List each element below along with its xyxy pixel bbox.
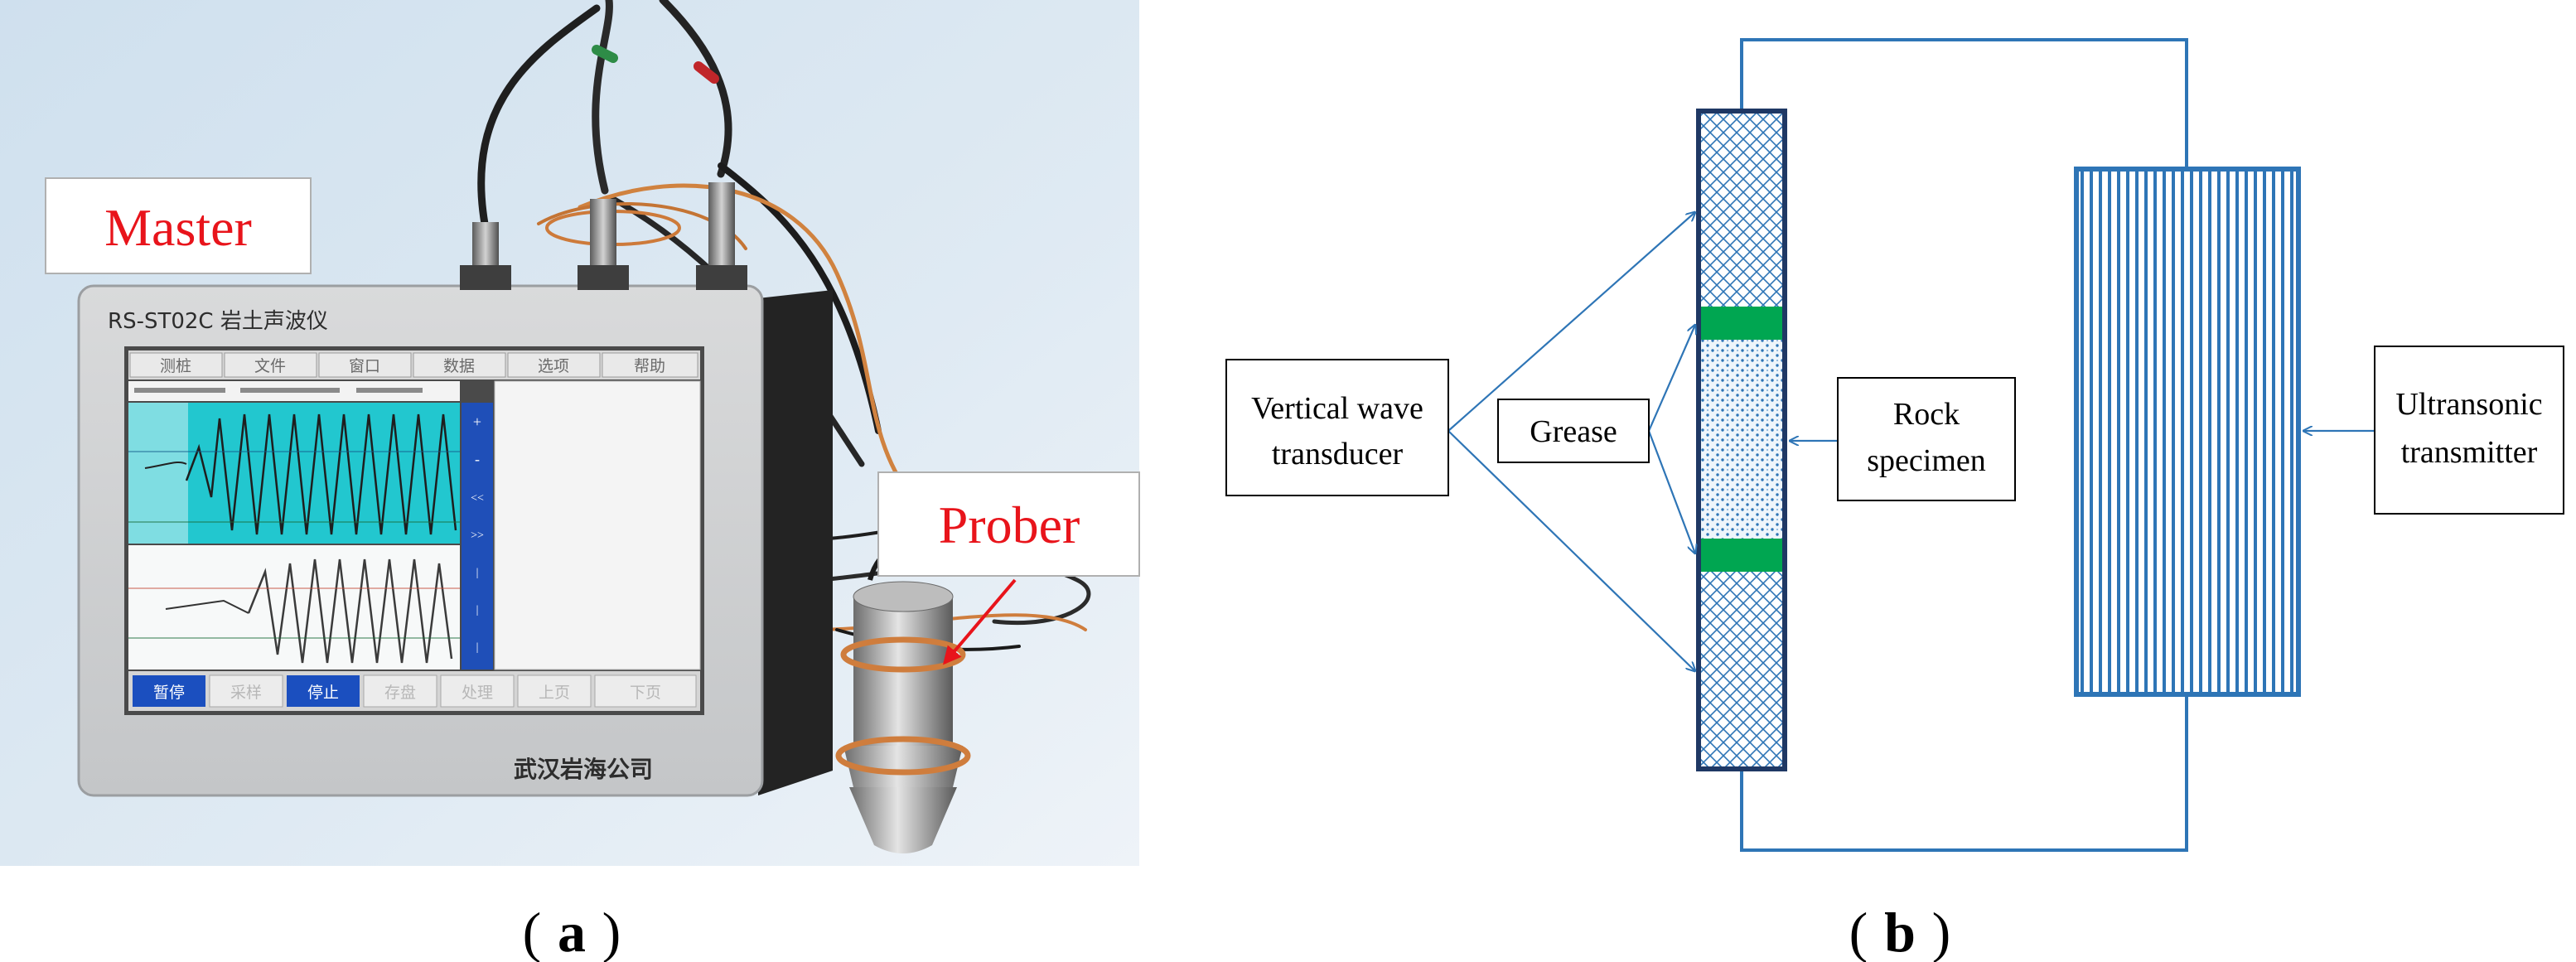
grease-layer-upper xyxy=(1699,307,1785,340)
grease-label-box xyxy=(1497,399,1650,463)
screen-right-pane xyxy=(494,380,701,670)
panel-a-caption: ( a ) xyxy=(523,901,621,962)
probe-band-lower xyxy=(835,736,971,776)
screen-top-menu: 测桩 文件 窗口 数据 选项 帮助 xyxy=(128,350,700,379)
grease-label: Grease xyxy=(1530,414,1617,449)
caption-b-open: ( xyxy=(1849,901,1868,962)
screen-side-buttons: + - << >> | | | xyxy=(462,403,493,670)
menu-item-1[interactable]: 测桩 xyxy=(160,357,191,375)
channel-1-wave xyxy=(185,413,457,535)
transducer-arrows xyxy=(1447,212,1695,671)
probe-band-upper xyxy=(840,636,966,673)
wire-top xyxy=(1740,38,2188,169)
caption-a-open: ( xyxy=(523,901,542,962)
menu-item-2[interactable]: 文件 xyxy=(254,357,286,375)
side-button-6[interactable]: | xyxy=(476,604,479,616)
master-callout-label: Master xyxy=(104,198,252,257)
device-side-panel xyxy=(758,290,833,795)
side-button-4[interactable]: >> xyxy=(471,529,484,542)
side-button-1[interactable]: + xyxy=(473,413,481,430)
menu-item-4[interactable]: 数据 xyxy=(443,357,475,375)
bottom-button-stop[interactable]: 停止 xyxy=(307,684,339,702)
master-callout-box xyxy=(45,177,312,274)
channel-2-wave xyxy=(247,558,453,664)
bottom-button-sample[interactable]: 采样 xyxy=(230,684,262,702)
rock-label-line1: Rock xyxy=(1893,397,1960,432)
bottom-button-save[interactable]: 存盘 xyxy=(384,684,416,702)
transducer-label-line1: Vertical wave xyxy=(1251,391,1423,426)
transducer-label-box xyxy=(1225,359,1449,496)
menu-item-3[interactable]: 窗口 xyxy=(349,357,380,375)
waveform-channel-1 xyxy=(128,403,460,544)
specimen-column-border xyxy=(1696,109,1787,771)
bottom-button-pause[interactable]: 暂停 xyxy=(153,684,185,702)
rock-label-box xyxy=(1837,377,2016,501)
specimen-column xyxy=(1696,109,1787,771)
ultrasonic-transmitter-block xyxy=(2074,167,2301,697)
transducer-upper xyxy=(1699,111,1785,307)
transmitter-label-line1: Ultransonic xyxy=(2395,387,2542,422)
panel-a-photo: RS-ST02C 岩土声波仪 武汉岩海公司 测桩 文件 窗口 数据 选项 帮助 xyxy=(0,0,1140,866)
circuit-wires xyxy=(1740,38,2188,852)
panel-b-caption: ( b ) xyxy=(1849,901,1951,962)
side-button-7[interactable]: | xyxy=(476,641,479,654)
device-model-label: RS-ST02C 岩土声波仪 xyxy=(108,309,328,334)
transducer-lower xyxy=(1699,572,1785,769)
prober-probe xyxy=(835,528,971,853)
side-button-3[interactable]: << xyxy=(471,492,484,505)
bottom-button-next[interactable]: 下页 xyxy=(630,684,661,702)
bottom-button-process[interactable]: 处理 xyxy=(462,684,493,702)
menu-item-6[interactable]: 帮助 xyxy=(634,357,665,375)
side-button-5[interactable]: | xyxy=(476,567,479,579)
menu-item-5[interactable]: 选项 xyxy=(538,357,569,375)
info-field-2 xyxy=(240,388,340,393)
prober-callout-box xyxy=(877,471,1140,577)
panel-b-schematic: Vertical wave transducer Grease Rock spe… xyxy=(1225,38,2564,852)
caption-a-letter: a xyxy=(558,901,586,962)
grease-layer-lower xyxy=(1699,539,1785,572)
info-field-1 xyxy=(134,388,225,393)
screen-bottom-menu: 暂停 采样 停止 存盘 处理 上页 下页 xyxy=(128,671,700,711)
device-maker-label: 武汉岩海公司 xyxy=(514,756,653,783)
channel-2-background xyxy=(128,545,460,670)
waveform-channel-2 xyxy=(128,545,460,670)
wire-bottom xyxy=(1740,694,2188,852)
side-button-2[interactable]: - xyxy=(475,451,480,467)
grease-arrows xyxy=(1647,325,1695,554)
rock-label-line2: specimen xyxy=(1867,443,1986,478)
rock-specimen-block xyxy=(1699,340,1785,539)
transmitter-label-box xyxy=(2374,346,2564,515)
prober-callout-arrow xyxy=(942,578,1017,665)
info-field-3 xyxy=(356,388,423,393)
caption-a-close: ) xyxy=(602,901,621,962)
prober-callout-label: Prober xyxy=(939,496,1080,554)
caption-b-letter: b xyxy=(1884,901,1916,962)
bottom-button-prev[interactable]: 上页 xyxy=(539,684,570,702)
transmitter-label-line2: transmitter xyxy=(2401,435,2538,470)
caption-b-close: ) xyxy=(1932,901,1951,962)
transducer-label-line2: transducer xyxy=(1272,437,1404,471)
transmitter-body xyxy=(2076,169,2298,694)
connector-group xyxy=(460,182,747,290)
